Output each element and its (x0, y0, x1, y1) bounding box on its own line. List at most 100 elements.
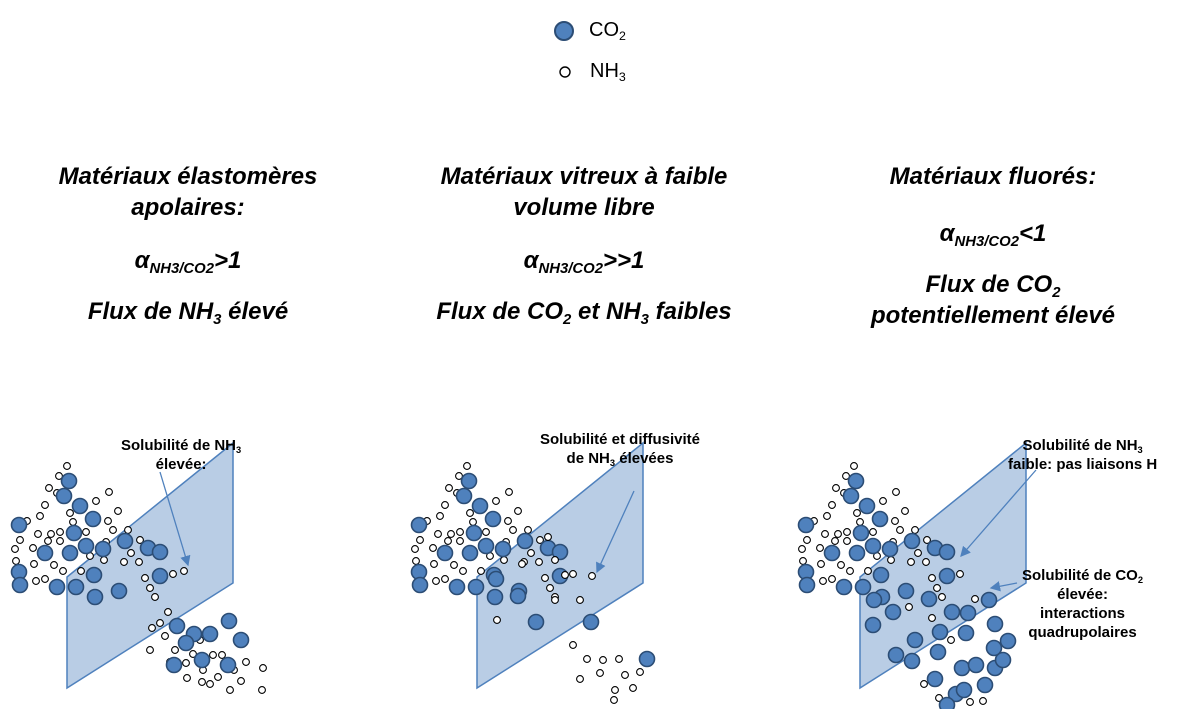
nh3-molecule (611, 686, 619, 694)
nh3-molecule (541, 574, 549, 582)
co2-molecule (460, 472, 478, 490)
selectivity: αNH3/CO2<1 (939, 220, 1047, 250)
co2-molecule (201, 625, 219, 643)
co2-molecule (865, 591, 883, 609)
co2-molecule (848, 544, 866, 562)
co2-molecule (871, 510, 889, 528)
callout-arrow (596, 490, 635, 574)
nh3-molecule (198, 678, 206, 686)
co2-molecule (980, 591, 998, 609)
co2-molecule (938, 696, 956, 709)
legend-co2: CO2 (553, 19, 626, 42)
nh3-molecule (615, 655, 623, 663)
nh3-molecule (146, 584, 154, 592)
nh3-molecule (412, 557, 420, 565)
co2-molecule (168, 617, 186, 635)
nh3-molecule (920, 680, 928, 688)
co2-molecule (86, 588, 104, 606)
co2-molecule (165, 656, 183, 674)
nh3-molecule (907, 558, 915, 566)
nh3-molecule (588, 572, 596, 580)
nh3-molecule (505, 488, 513, 496)
co2-molecule (920, 590, 938, 608)
nh3-molecule (816, 544, 824, 552)
co2-molecule (938, 543, 956, 561)
membrane-sheet (859, 441, 1027, 690)
nh3-molecule (509, 526, 517, 534)
co2-molecule (638, 650, 656, 668)
nh3-molecule (136, 536, 144, 544)
nh3-molecule (596, 669, 604, 677)
nh3-molecule (843, 528, 851, 536)
nh3-molecule (846, 567, 854, 575)
nh3-molecule (411, 545, 419, 553)
nh3-molecule (914, 549, 922, 557)
co2-molecule (903, 532, 921, 550)
nh3-molecule (469, 518, 477, 526)
nh3-molecule (853, 509, 861, 517)
co2-molecule (455, 487, 473, 505)
nh3-molecule (892, 488, 900, 496)
nh3-molecule (50, 561, 58, 569)
column-elastomers: Matériaux élastomères apolaires: αNH3/CO… (23, 161, 353, 327)
co2-molecule (436, 544, 454, 562)
co2-molecule (551, 543, 569, 561)
co2-molecule (854, 578, 872, 596)
membrane-sheet (476, 441, 644, 690)
nh3-molecule (77, 567, 85, 575)
nh3-molecule (41, 501, 49, 509)
co2-molecule (484, 510, 502, 528)
nh3-molecule (447, 530, 455, 538)
co2-molecule (220, 612, 238, 630)
nh3-molecule (546, 584, 554, 592)
callout-arrow (989, 581, 1018, 592)
nh3-molecule (901, 507, 909, 515)
nh3-molecule (156, 619, 164, 627)
callout-nh3-solubility-low: Solubilité de NH3 faible: pas liaisons H (1008, 437, 1158, 473)
co2-molecule (448, 578, 466, 596)
co2-molecule (461, 544, 479, 562)
nh3-molecule (482, 528, 490, 536)
nh3-molecule (828, 501, 836, 509)
nh3-molecule (456, 537, 464, 545)
nh3-molecule (966, 698, 974, 706)
nh3-molecule (47, 530, 55, 538)
nh3-molecule (938, 593, 946, 601)
nh3-molecule (45, 484, 53, 492)
co2-molecule (929, 643, 947, 661)
nh3-molecule (864, 567, 872, 575)
nh3-molecule (171, 646, 179, 654)
nh3-molecule (463, 462, 471, 470)
co2-molecule (957, 624, 975, 642)
co2-molecule (411, 576, 429, 594)
nh3-molecule (259, 664, 267, 672)
nh3-molecule (218, 651, 226, 659)
nh3-molecule (258, 686, 266, 694)
nh3-molecule (180, 567, 188, 575)
co2-molecule (953, 659, 971, 677)
callout-solubility-diffusivity: Solubilité et diffusivité de NH3 élevées (540, 431, 701, 468)
co2-molecule (467, 578, 485, 596)
nh3-molecule (514, 507, 522, 515)
co2-molecule (976, 676, 994, 694)
co2-molecule (151, 543, 169, 561)
nh3-molecule (569, 641, 577, 649)
co2-molecule (10, 516, 28, 534)
co2-molecule (516, 532, 534, 550)
nh3-molecule (114, 507, 122, 515)
co2-molecule (84, 510, 102, 528)
co2-molecule (232, 631, 250, 649)
legend-nh3-label: NH3 (590, 60, 626, 84)
nh3-molecule (226, 686, 234, 694)
nh3-molecule (933, 584, 941, 592)
co2-molecule (797, 516, 815, 534)
co2-molecule (926, 670, 944, 688)
co2-molecule (219, 656, 237, 674)
nh3-molecule (109, 526, 117, 534)
co2-molecule (94, 540, 112, 558)
membrane-panel-1 (10, 441, 267, 694)
co2-molecule (955, 681, 973, 699)
co2-molecule (938, 567, 956, 585)
nh3-molecule (206, 680, 214, 688)
co2-molecule (477, 537, 495, 555)
